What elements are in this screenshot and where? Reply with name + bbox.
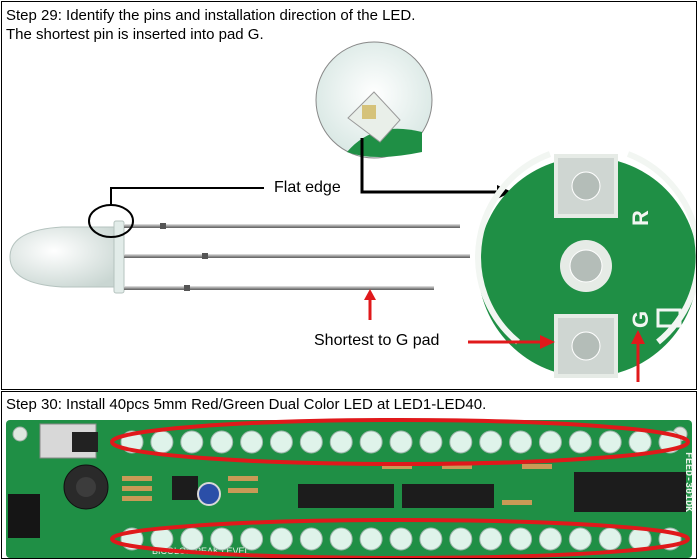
led-top: [568, 430, 592, 454]
led-top: [329, 430, 353, 454]
ic-chip-1: [298, 484, 394, 508]
led-top: [299, 430, 323, 454]
led-top: [479, 430, 503, 454]
pcb-board-photo: BICOLOR PEAK LEVEL FEED-301DK: [6, 418, 693, 558]
led-pin-top: [124, 224, 460, 228]
flat-edge-leader: [110, 187, 264, 205]
led-bottom: [538, 527, 562, 551]
shortest-pin-arrow: [364, 289, 376, 300]
led-bottom: [598, 527, 622, 551]
board-model-silkscreen: FEED-301DK: [682, 452, 693, 512]
flat-edge-label: Flat edge: [274, 179, 341, 196]
led-top: [359, 430, 383, 454]
led-bottom: [180, 527, 204, 551]
led-top: [538, 430, 562, 454]
led-top: [598, 430, 622, 454]
led-top: [269, 430, 293, 454]
step-29-instruction-line2: The shortest pin is inserted into pad G.: [6, 26, 264, 43]
led-bottom: [240, 527, 264, 551]
led-closeup-photo: [315, 41, 433, 159]
led-pin-middle: [124, 254, 470, 258]
pcb-pad-closeup: R G: [475, 151, 696, 378]
pad-r-label: R: [628, 210, 653, 226]
led-top: [509, 430, 533, 454]
led-bottom: [479, 527, 503, 551]
led-top: [389, 430, 413, 454]
led-top: [449, 430, 473, 454]
g-label-arrow: [631, 330, 645, 344]
led-row-top-highlight: [110, 418, 690, 466]
led-bottom: [568, 527, 592, 551]
step-30-instruction: Step 30: Install 40pcs 5mm Red/Green Dua…: [6, 396, 487, 413]
led-pin-shortest: [124, 286, 434, 290]
led-component: [9, 220, 470, 294]
led-bottom: [419, 527, 443, 551]
led-top: [180, 430, 204, 454]
ic-chip-3: [574, 472, 686, 512]
led-top: [419, 430, 443, 454]
led-bottom: [269, 527, 293, 551]
led-top: [628, 430, 652, 454]
led-top: [240, 430, 264, 454]
g-pad-arrow: [540, 335, 555, 349]
led-bottom: [449, 527, 473, 551]
led-bottom: [150, 527, 174, 551]
led-row-bottom-highlight: [110, 518, 690, 558]
led-bottom: [299, 527, 323, 551]
step-29-panel: Step 29: Identify the pins and installat…: [1, 1, 697, 390]
step-30-panel: Step 30: Install 40pcs 5mm Red/Green Dua…: [1, 391, 697, 559]
led-illustration: R G: [9, 41, 696, 382]
led-bottom: [509, 527, 533, 551]
pad-g-label: G: [628, 311, 653, 328]
step-29-instruction-line1: Step 29: Identify the pins and installat…: [6, 7, 416, 24]
led-bottom: [210, 527, 234, 551]
led-top: [210, 430, 234, 454]
power-jack: [8, 494, 40, 538]
led-bottom: [359, 527, 383, 551]
led-bottom: [389, 527, 413, 551]
led-bottom: [329, 527, 353, 551]
led-top: [150, 430, 174, 454]
ic-chip-2: [402, 484, 494, 508]
closeup-to-pad-arrow: [360, 138, 497, 194]
shortest-pin-label: Shortest to G pad: [314, 332, 440, 349]
